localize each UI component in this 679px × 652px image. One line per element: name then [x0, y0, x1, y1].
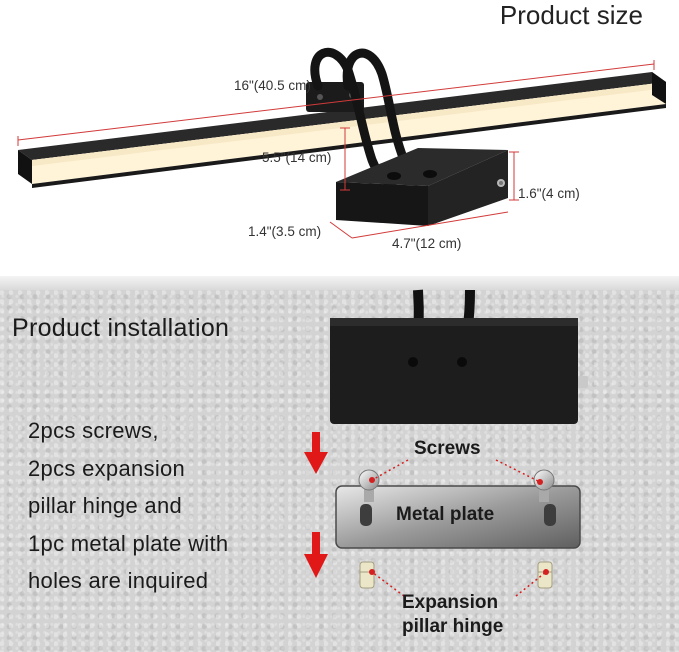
install-base-box — [330, 318, 578, 424]
lamp-bar-top — [18, 72, 666, 160]
hinge-icon — [537, 561, 553, 589]
arrow-down-icon — [304, 532, 328, 578]
installation-line: pillar hinge and — [28, 493, 183, 519]
callout-lines — [371, 459, 547, 597]
down-arrows — [304, 432, 328, 578]
dimension-lines — [17, 60, 655, 239]
metal-plate-drawing — [335, 485, 581, 549]
expansion-hinges-drawing — [359, 561, 553, 589]
install-base-drawing — [330, 289, 588, 424]
section-divider — [0, 276, 679, 290]
expansion-hinge-label-line1: Expansion — [402, 592, 499, 613]
dimension-length: 16"(40.5 cm) — [234, 78, 311, 93]
lamp-bar-left-cap — [18, 150, 32, 184]
installation-line: 2pcs expansion — [28, 455, 186, 481]
lamp-base-side — [428, 150, 508, 226]
product-installation-title: Product installation — [12, 314, 230, 342]
installation-line: 1pc metal plate with — [28, 530, 229, 556]
lamp-drawing — [18, 47, 666, 226]
installation-description: 2pcs screws, 2pcs expansion pillar hinge… — [28, 412, 228, 600]
installation-line: holes are inquired — [28, 568, 209, 594]
dimension-base-depth: 1.4"(3.5 cm) — [248, 224, 322, 239]
lamp-bar-right-cap — [652, 72, 666, 104]
product-size-title: Product size — [499, 0, 643, 30]
dimension-base-width: 4.7"(12 cm) — [392, 236, 462, 251]
dimension-base-height: 1.6"(4 cm) — [518, 186, 580, 201]
screws-label: Screws — [414, 438, 481, 459]
hinge-icon — [359, 561, 375, 589]
metal-plate-label: Metal plate — [396, 504, 495, 525]
arrow-down-icon — [304, 432, 328, 474]
expansion-hinge-label-line2: pillar hinge — [402, 616, 504, 637]
dimension-arm-height: 5.5"(14 cm) — [262, 150, 332, 165]
screw-icon — [533, 469, 555, 502]
installation-line: 2pcs screws, — [28, 418, 159, 443]
metal-plate — [335, 485, 581, 549]
lamp-base-front — [336, 182, 428, 226]
lamp-base-top — [336, 148, 508, 186]
